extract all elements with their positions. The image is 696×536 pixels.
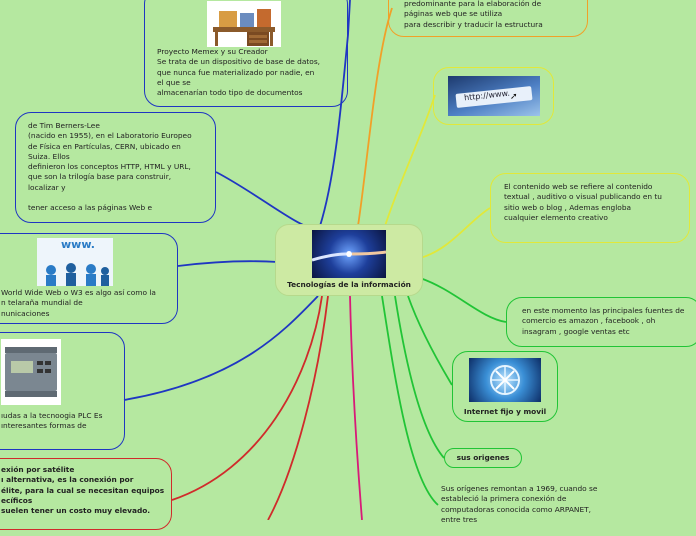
node-url[interactable]: http://www. ➚	[433, 67, 554, 125]
branch-arpanet	[381, 295, 439, 506]
globe-network-image	[469, 358, 541, 402]
branch-www	[177, 260, 279, 267]
branch-memex	[319, 0, 351, 227]
fuentes-text: en este momento las principales fuentes …	[522, 306, 685, 336]
www-logo-text: www.	[61, 238, 95, 251]
branch-magenta	[349, 295, 363, 520]
contenido-text: El contenido web se refiere al contenido…	[504, 182, 662, 222]
node-memex[interactable]: Proyecto Memex y su Creador Se trata de …	[144, 0, 348, 107]
node-arpanet[interactable]: Sus orígenes remontan a 1969, cuando se …	[438, 476, 638, 536]
node-html[interactable]: predominante para la elaboración de pági…	[388, 0, 588, 37]
memex-text: Se trata de un dispositivo de base de da…	[157, 57, 321, 98]
branch-lines	[123, 0, 507, 520]
cursor-icon: ➚	[510, 92, 518, 102]
node-origenes[interactable]: sus origenes	[444, 448, 522, 468]
central-topic[interactable]: Tecnologías de la información	[275, 224, 423, 296]
www-text: World Wide Web o W3 es algo así como la …	[1, 288, 156, 318]
node-fuentes[interactable]: en este momento las principales fuentes …	[506, 297, 696, 347]
branch-url	[384, 94, 436, 227]
browser-address-bar-image: http://www. ➚	[448, 76, 540, 116]
branch-plc	[123, 295, 319, 401]
node-www[interactable]: www. World Wide Web o W3 es algo así com…	[0, 233, 178, 324]
node-plc[interactable]: ıudas a la tecnoogia PLC Es ınteresantes…	[0, 332, 125, 450]
satelite-text: exión por satélite ı alternativa, es la …	[1, 465, 165, 516]
hands-network-image	[312, 230, 386, 278]
internet-label: Internet fijo y movil	[463, 407, 547, 416]
plc-device-image	[1, 339, 61, 405]
node-berners[interactable]: de Tim Berners-Lee (nacido en 1955), en …	[15, 112, 216, 223]
branch-satelite	[267, 295, 329, 520]
www-people-image: www.	[37, 238, 113, 286]
node-internet[interactable]: Internet fijo y movil	[452, 351, 558, 422]
desk-furniture-image	[207, 1, 281, 47]
branch-fuentes	[419, 277, 507, 323]
branch-html	[357, 7, 393, 227]
node-satelite[interactable]: exión por satélite ı alternativa, es la …	[0, 458, 172, 530]
branch-satelite-box	[171, 295, 323, 501]
branch-origenes	[394, 295, 445, 459]
arpanet-text: Sus orígenes remontan a 1969, cuando se …	[441, 484, 598, 524]
branch-contenido	[419, 207, 491, 259]
branch-berners	[215, 171, 321, 231]
berners-text: de Tim Berners-Lee (nacido en 1955), en …	[28, 121, 192, 213]
central-topic-label: Tecnologías de la información	[287, 280, 411, 289]
memex-title: Proyecto Memex y su Creador	[157, 47, 268, 56]
branch-internet	[407, 295, 453, 386]
plc-text: ıudas a la tecnoogia PLC Es ınteresantes…	[1, 411, 103, 431]
origenes-label: sus origenes	[456, 453, 510, 462]
node-contenido[interactable]: El contenido web se refiere al contenido…	[490, 173, 690, 243]
html-text: predominante para la elaboración de pági…	[404, 0, 543, 29]
